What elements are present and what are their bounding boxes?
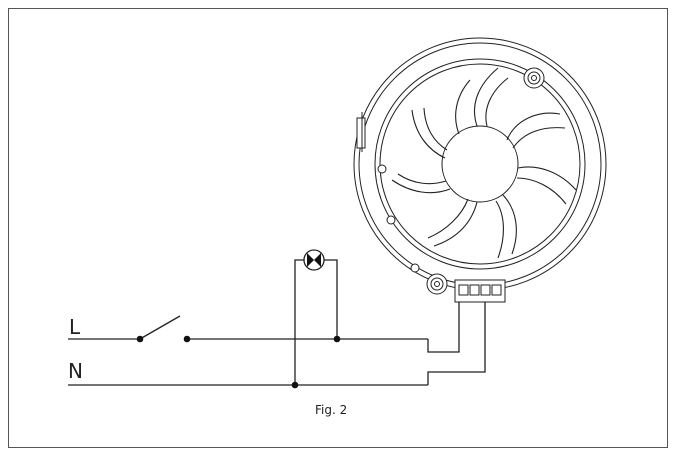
mount-screw-top <box>523 67 545 89</box>
mount-screw-bottom <box>426 273 448 295</box>
wiring <box>68 259 486 386</box>
switch-blade <box>139 315 181 340</box>
fan-blades <box>391 67 577 259</box>
neutral-line-label: N <box>68 359 83 383</box>
live-junction <box>333 335 341 343</box>
live-wire-to-terminal <box>427 300 460 353</box>
junction-dots <box>136 335 341 389</box>
fan-unit-icon <box>353 37 607 303</box>
indicator-lamp-icon <box>303 249 325 271</box>
lamp-branch-neutral <box>294 259 304 385</box>
neutral-junction <box>291 381 299 389</box>
neutral-wire-to-terminal <box>427 300 486 385</box>
figure-frame <box>8 8 668 448</box>
switch-contact-left <box>136 335 144 343</box>
figure-caption: Fig. 2 <box>315 403 347 417</box>
terminal-block <box>454 279 506 303</box>
switch-contact-right <box>183 335 191 343</box>
lamp-branch-live <box>324 259 338 339</box>
live-line-label: L <box>69 315 81 339</box>
